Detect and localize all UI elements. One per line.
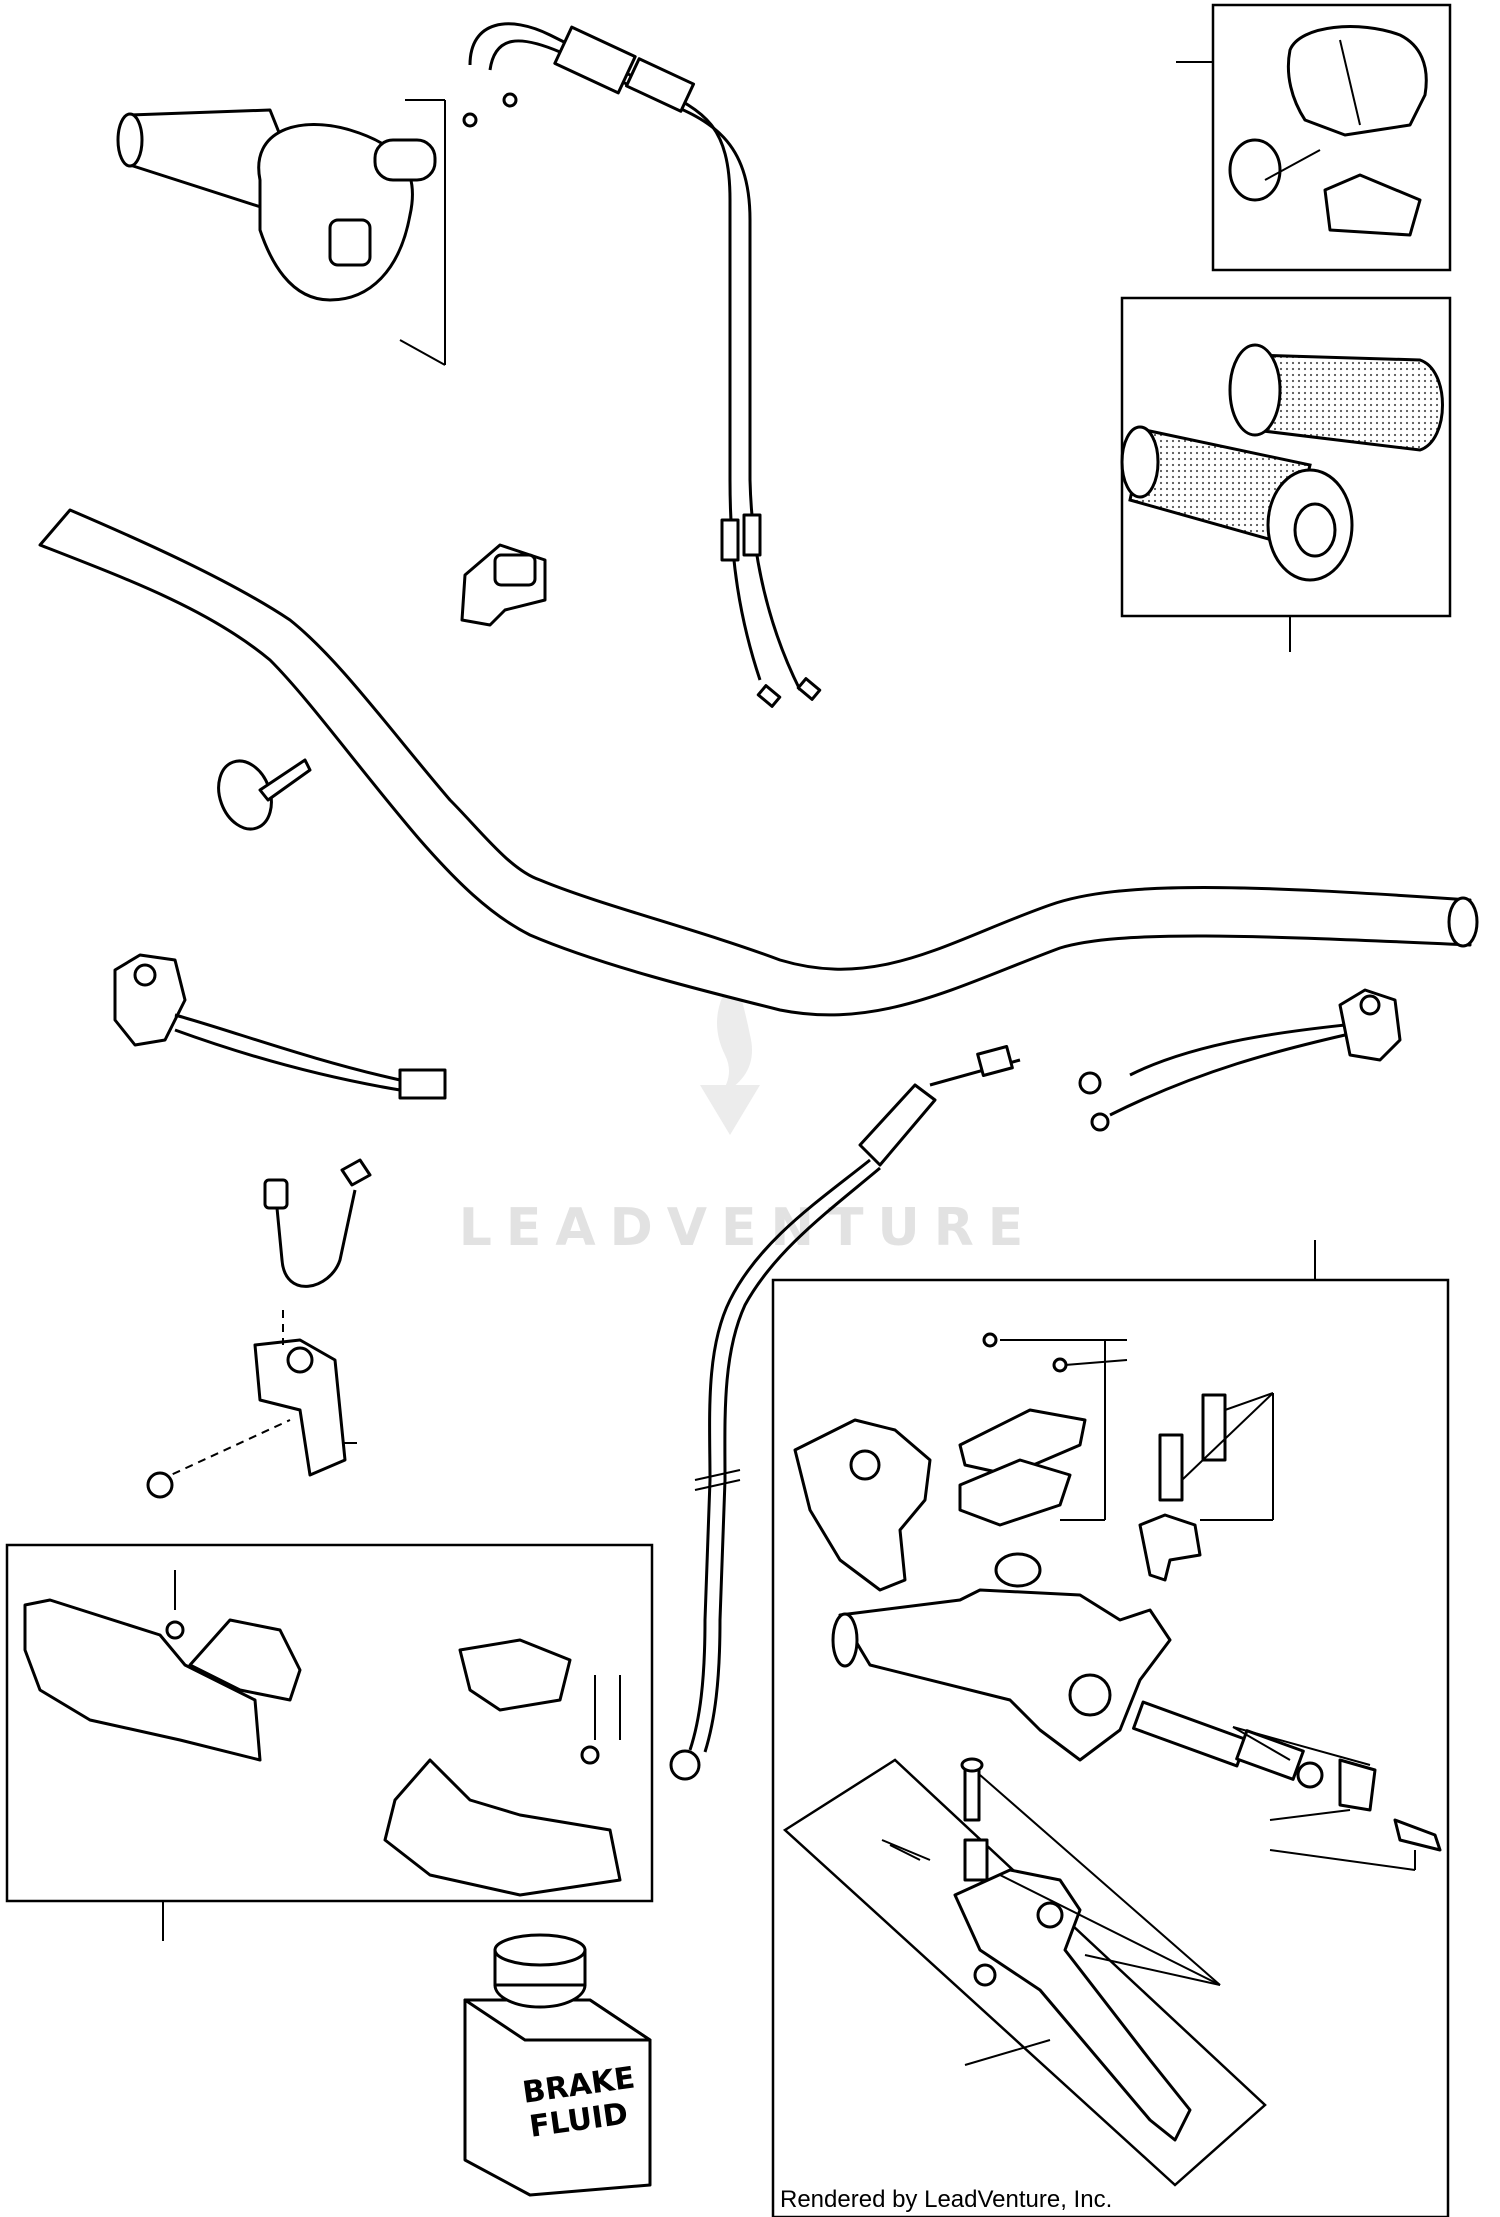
cable-tie <box>217 758 312 831</box>
kill-switch <box>460 543 547 627</box>
master-cylinder <box>793 1332 1442 1871</box>
part-2-box <box>1211 3 1452 272</box>
part-30-box <box>771 1278 1450 2217</box>
part-9-box <box>5 1543 654 1903</box>
rendered-credit: Rendered by LeadVenture, Inc. <box>780 2186 1112 2213</box>
clutch-cable <box>669 1044 1021 1781</box>
brake-fluid-bottle: BRAKE FLUID <box>463 1933 652 2197</box>
handlebar <box>38 508 1479 1017</box>
sensor-bracket <box>146 1158 372 1499</box>
watermark-text: LEADVENTURE <box>459 1198 1038 1258</box>
hand-guards <box>23 1570 622 1897</box>
switch-cover <box>1228 25 1428 237</box>
throttle-cables <box>462 22 822 708</box>
watermark: LEADVENTURE <box>459 975 1038 1258</box>
left-switch <box>113 953 447 1100</box>
throttle-grip <box>116 99 446 366</box>
lever-assembly <box>782 1757 1267 2187</box>
right-switch <box>1078 988 1402 1132</box>
grips <box>1120 343 1444 582</box>
